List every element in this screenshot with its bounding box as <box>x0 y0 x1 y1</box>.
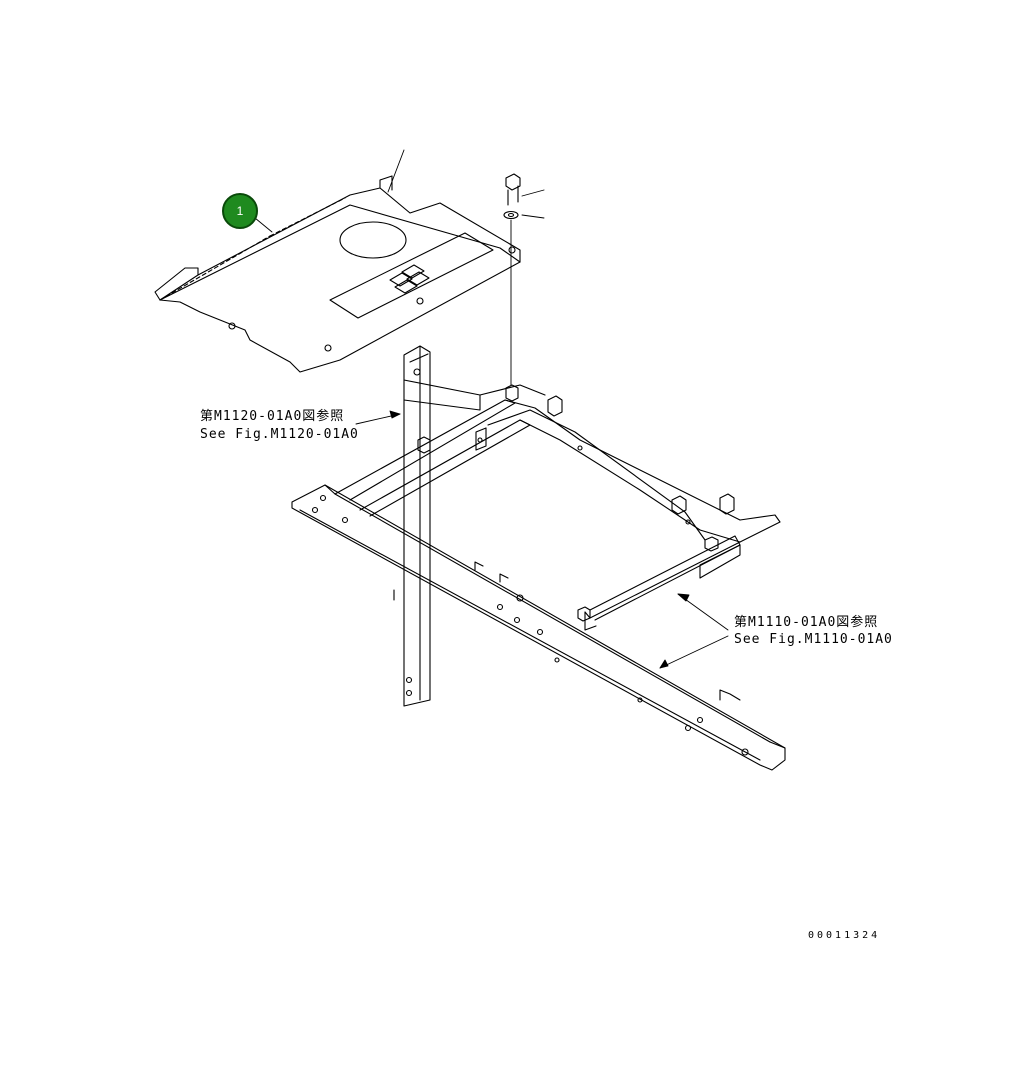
callout-badge-1[interactable]: 1 <box>222 193 258 229</box>
reference-label-m1120-jp: 第M1120-01A0図参照 <box>200 409 345 424</box>
reference-label-m1110-jp: 第M1110-01A0図参照 <box>734 615 879 630</box>
leader-lines <box>254 149 729 669</box>
frame-assembly <box>291 384 786 771</box>
reference-label-m1110-en: See Fig.M1110-01A0 <box>734 632 893 647</box>
cover-plate <box>154 175 521 373</box>
reference-label-m1120-en: See Fig.M1120-01A0 <box>200 427 359 442</box>
bolt-and-washer <box>503 173 521 386</box>
vertical-post <box>393 345 481 707</box>
drawing-number: 00011324 <box>808 930 881 941</box>
